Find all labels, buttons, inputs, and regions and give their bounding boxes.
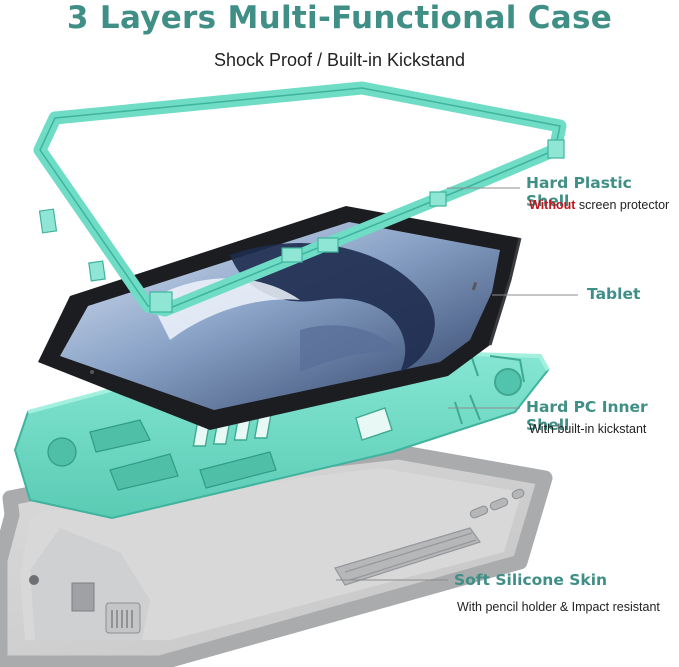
inner-shell-label: Hard PC Inner Shell <box>526 398 648 434</box>
silicone-skin-rim <box>0 444 553 667</box>
outer-shell-clips <box>38 139 565 313</box>
inner-shell-cutouts <box>47 419 277 491</box>
camera-port <box>29 575 39 585</box>
outer-shell-layer <box>33 81 567 317</box>
outer-shell-note-rest: screen protector <box>575 198 670 212</box>
outer-shell-note-highlight: Without <box>529 198 576 212</box>
tablet-wallpaper <box>150 242 435 372</box>
kickstand <box>192 407 393 447</box>
outer-shell-label: Hard Plastic Shell <box>526 174 632 210</box>
pencil-holder <box>71 582 141 634</box>
honeycomb-grip <box>334 527 481 586</box>
leader-lines <box>336 187 578 581</box>
tablet-layer <box>38 206 522 430</box>
outer-shell-note: Without screen protector <box>529 198 669 212</box>
tablet-label: Tablet <box>587 285 641 303</box>
page-title: 3 Layers Multi-Functional Case <box>66 0 613 36</box>
side-buttons <box>469 488 525 519</box>
inner-shell-note: With built-in kickstant <box>529 422 647 436</box>
page-subtitle: Shock Proof / Built-in Kickstand <box>213 50 466 70</box>
silicone-skin-note: With pencil holder & Impact resistant <box>457 600 660 614</box>
silicone-skin-label: Soft Silicone Skin <box>454 571 608 589</box>
